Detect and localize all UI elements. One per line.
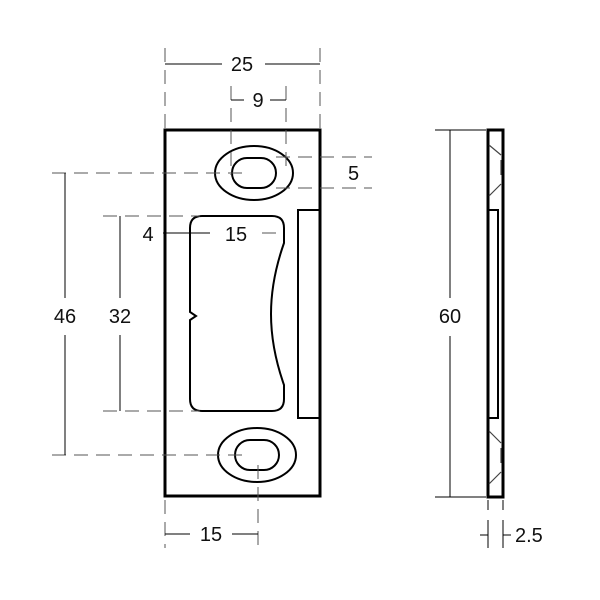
slot-height-dimension: 5 — [348, 163, 359, 185]
window-height-dimension: 32 — [109, 306, 131, 328]
height-dimension: 60 — [439, 306, 461, 328]
bottom-offset-dimension: 15 — [200, 524, 222, 546]
latch-window — [189, 215, 285, 412]
side-view: 60 2.5 — [435, 128, 543, 548]
width-dimension: 25 — [231, 54, 253, 76]
window-width-dimension: 15 — [225, 224, 247, 246]
strike-tab — [297, 209, 321, 419]
front-view: 25 9 5 46 32 4 15 15 — [52, 48, 372, 548]
hidden-countersink-lines — [488, 144, 502, 485]
slot-width-dimension: 9 — [252, 90, 263, 112]
side-tab-outline — [487, 209, 499, 419]
slot-spacing-dimension: 46 — [54, 306, 76, 328]
window-offset-dimension: 4 — [142, 224, 153, 246]
top-slot-outer — [214, 145, 294, 201]
thickness-dimension: 2.5 — [515, 525, 543, 547]
